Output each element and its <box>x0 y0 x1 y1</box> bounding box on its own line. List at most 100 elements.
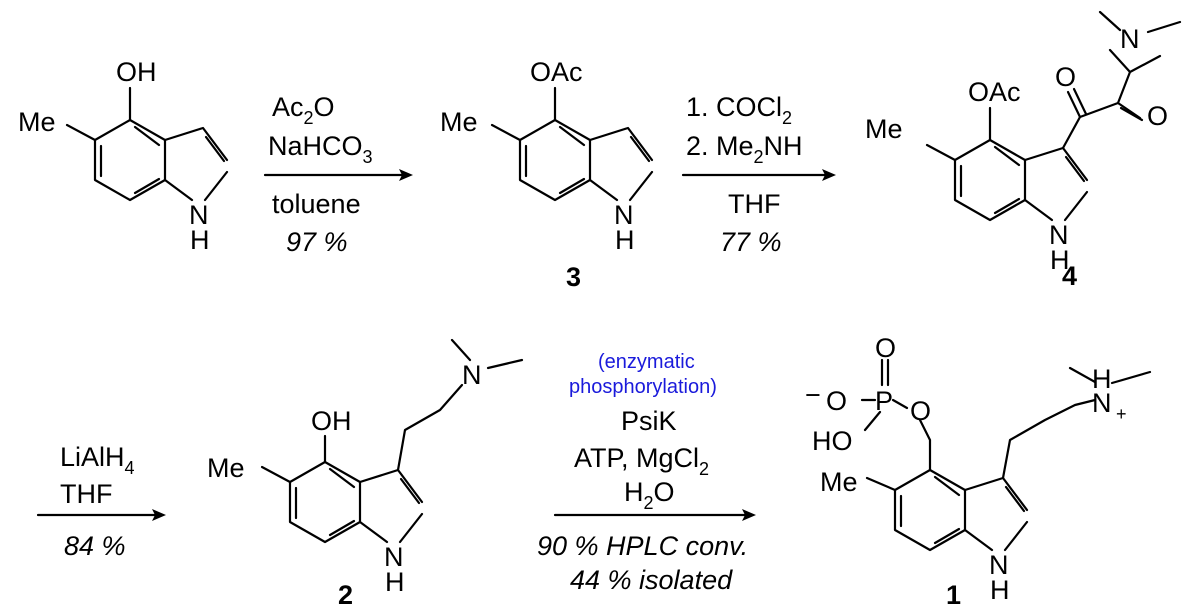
c2-amine-n: N <box>462 360 482 390</box>
c1-nh-h-label: H <box>990 575 1010 605</box>
compound-3: OAc Me N H 3 <box>440 57 654 292</box>
start-benzene-inner-bonds <box>99 125 161 195</box>
step4-note-line2: phosphorylation) <box>569 376 717 398</box>
step3-yield: 84 % <box>64 531 126 561</box>
c2-nh-n-label: N <box>384 542 404 572</box>
c1-o-double: O <box>875 333 896 363</box>
c4-nh-h-label: H <box>1050 245 1070 275</box>
c1-minus-charge: − <box>805 380 821 410</box>
compound-start: OH Me N H <box>18 57 229 255</box>
step1-solvent: toluene <box>272 189 361 219</box>
c1-ammonium-n: N <box>1092 388 1112 418</box>
c3-nh-h-label: H <box>615 225 635 255</box>
c1-benzene-inner-bonds <box>899 475 961 545</box>
c4-carbonyl-doubles <box>1066 87 1144 122</box>
c1-o-ester: O <box>910 396 931 426</box>
c4-me-label: Me <box>865 114 903 144</box>
c3-pyrrole-double <box>629 135 651 163</box>
step4-conversion: 90 % HPLC conv. <box>537 531 748 561</box>
c4-side-chain <box>1061 48 1162 150</box>
step4-note-line1: (enzymatic <box>598 351 695 373</box>
c2-pyrrole-double <box>399 477 421 505</box>
c1-plus-charge: + <box>1116 404 1127 424</box>
c1-hydroxyl: HO <box>812 426 853 456</box>
c2-n-methyls <box>450 338 524 370</box>
c4-oac-label: OAc <box>968 77 1021 107</box>
step4-arrow-head <box>742 509 756 521</box>
c1-ammonium-h: H <box>1092 364 1112 394</box>
c4-compound-number: 4 <box>1062 261 1077 291</box>
step4-water: H2O <box>624 477 675 513</box>
step2-reagent1: 1. COCl2 <box>686 92 792 128</box>
c3-nh-n-label: N <box>614 200 634 230</box>
compound-2: OH Me N N H 2 <box>207 338 524 610</box>
c1-me-label: Me <box>820 467 858 497</box>
c3-pyrrole-bonds <box>588 126 654 202</box>
c3-compound-number: 3 <box>566 262 581 292</box>
start-pyrrole-bonds <box>163 126 229 202</box>
c3-benzene-ring <box>518 118 592 202</box>
c1-pyrrole-double <box>1004 485 1026 513</box>
step4-enzyme: PsiK <box>621 406 677 436</box>
step3-conditions: LiAlH4 THF 84 % <box>36 442 166 561</box>
c1-phosphorus: P <box>875 386 893 416</box>
c2-pyrrole-bonds <box>358 468 424 544</box>
c1-o-minus: O <box>826 386 847 416</box>
c2-benzene-ring <box>288 460 362 544</box>
start-oh-label: OH <box>116 57 157 87</box>
c2-compound-number: 2 <box>338 580 353 610</box>
c2-nh-h-label: H <box>385 567 405 597</box>
step4-isolated-yield: 44 % isolated <box>570 565 733 595</box>
start-nh-n-label: N <box>189 200 209 230</box>
step2-conditions: 1. COCl2 2. Me2NH THF 77 % <box>681 92 836 257</box>
c1-nh-n-label: N <box>989 550 1009 580</box>
start-benzene-ring <box>93 118 167 202</box>
start-nh-h-label: H <box>190 225 210 255</box>
step2-arrow-head <box>822 169 836 181</box>
c4-pyrrole-double <box>1064 155 1086 183</box>
c3-benzene-inner-bonds <box>524 125 586 195</box>
c1-pyrrole-bonds <box>963 476 1029 552</box>
step3-solvent: THF <box>60 479 112 509</box>
c1-benzene-ring <box>893 468 967 552</box>
c4-substituent-bonds <box>925 106 992 162</box>
step1-yield: 97 % <box>286 227 348 257</box>
step1-arrow-head <box>399 169 413 181</box>
c4-n-methyls <box>1098 10 1182 34</box>
step1-conditions: Ac2O NaHCO3 toluene 97 % <box>263 92 413 257</box>
c4-pyrrole-bonds <box>1023 146 1089 222</box>
step3-arrow-head <box>152 509 166 521</box>
c2-oh-label: OH <box>311 406 352 436</box>
c4-nh-n-label: N <box>1049 220 1069 250</box>
c4-benzene-ring <box>953 138 1027 222</box>
step1-reagent2: NaHCO3 <box>268 131 373 167</box>
compound-4: OAc Me O O N N H 4 <box>865 10 1182 291</box>
step2-yield: 77 % <box>720 227 782 257</box>
c4-amide-n: N <box>1120 24 1140 54</box>
c2-benzene-inner-bonds <box>294 467 356 537</box>
c1-substituent-bonds <box>865 418 932 492</box>
c1-ethylammonium-chain <box>1001 398 1097 480</box>
step4-cofactor: ATP, MgCl2 <box>574 443 709 479</box>
c2-me-label: Me <box>207 453 245 483</box>
compound-1: − O O P O HO Me H N + N H 1 <box>805 333 1152 610</box>
c3-me-label: Me <box>440 107 478 137</box>
step2-solvent: THF <box>728 189 780 219</box>
c4-benzene-inner-bonds <box>959 145 1021 215</box>
start-me-label: Me <box>18 107 56 137</box>
c1-compound-number: 1 <box>946 580 961 610</box>
c1-n-methyls <box>1068 366 1152 385</box>
c3-substituent-bonds <box>490 86 557 142</box>
start-substituent-bonds <box>65 86 132 142</box>
c3-oac-label: OAc <box>530 57 583 87</box>
c4-carbonyl-o1: O <box>1055 62 1076 92</box>
c4-carbonyl-o2: O <box>1147 101 1168 131</box>
step2-reagent2: 2. Me2NH <box>686 131 803 167</box>
c1-phosphate-bonds <box>860 358 909 432</box>
c2-substituent-bonds <box>260 434 327 484</box>
step3-reagent1: LiAlH4 <box>60 442 135 478</box>
step1-reagent1: Ac2O <box>272 92 335 128</box>
start-pyrrole-double <box>204 135 226 163</box>
step4-conditions: (enzymatic phosphorylation) PsiK ATP, Mg… <box>537 351 756 595</box>
